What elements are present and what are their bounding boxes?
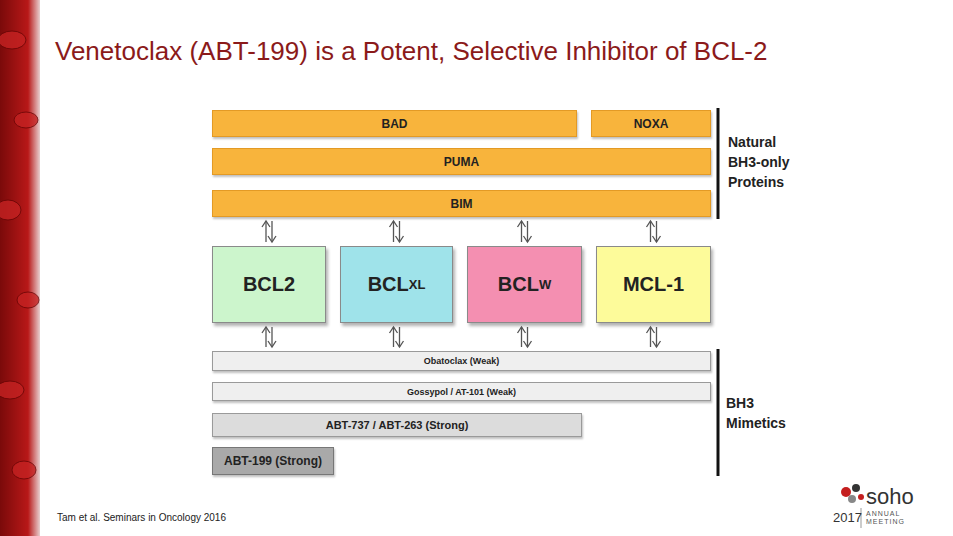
logo-text: MEETING	[866, 518, 905, 525]
bracket-line	[717, 349, 720, 476]
citation: Tam et al. Seminars in Oncology 2016	[57, 512, 226, 523]
logo-text: soho	[866, 484, 914, 510]
box-label: BIM	[451, 197, 473, 211]
arrow-stroke	[653, 236, 661, 242]
subscript-label: XL	[409, 277, 426, 292]
box-label: ABT-737 / ABT-263 (Strong)	[326, 419, 469, 431]
arrow-stroke	[393, 327, 394, 347]
arrow-stroke	[268, 236, 276, 242]
drug-bar: ABT-199 (Strong)	[212, 447, 334, 475]
drug-bar: ABT-737 / ABT-263 (Strong)	[212, 413, 582, 437]
bracket-line	[717, 108, 720, 219]
equilibrium-arrow	[518, 327, 532, 347]
arrow-stroke	[396, 236, 404, 242]
arrow-stroke	[527, 327, 528, 347]
protein-box: BCL2	[212, 246, 326, 323]
arrow-stroke	[647, 327, 655, 333]
arrow-stroke	[390, 327, 398, 333]
box-label: BCL2	[243, 273, 295, 296]
equilibrium-arrow	[390, 327, 404, 347]
arrow-stroke	[653, 341, 661, 347]
arrow-stroke	[524, 236, 532, 242]
equilibrium-arrow	[390, 221, 404, 242]
box-label: NOXA	[634, 117, 669, 131]
equilibrium-arrow	[262, 221, 276, 242]
arrow-stroke	[527, 221, 528, 242]
equilibrium-arrow	[262, 327, 276, 347]
protein-box: MCL-1	[596, 246, 711, 323]
arrow-stroke	[265, 221, 266, 242]
protein-box: BCLXL	[340, 246, 453, 323]
bracket-label: BH3 Mimetics	[726, 393, 808, 433]
protein-bar: BIM	[212, 190, 711, 217]
box-label: BCL	[498, 273, 539, 296]
arrow-stroke	[262, 221, 270, 227]
blood-cells	[0, 31, 39, 479]
drug-bar: Gossypol / AT-101 (Weak)	[212, 382, 711, 401]
arrow-stroke	[268, 341, 276, 347]
protein-box: BCLW	[467, 246, 582, 323]
arrow-stroke	[265, 327, 266, 347]
arrow-stroke	[650, 327, 651, 347]
box-label: PUMA	[444, 155, 479, 169]
arrow-stroke	[271, 327, 272, 347]
slide-title: Venetoclax (ABT-199) is a Potent, Select…	[55, 36, 768, 67]
arrow-stroke	[390, 221, 398, 227]
arrow-stroke	[656, 327, 657, 347]
protein-bar: NOXA	[591, 110, 711, 137]
arrow-stroke	[396, 341, 404, 347]
equilibrium-arrow	[518, 221, 532, 242]
arrow-stroke	[399, 221, 400, 242]
logo-text: ANNUAL	[866, 510, 900, 517]
box-label: ABT-199 (Strong)	[224, 454, 322, 468]
arrow-stroke	[518, 327, 526, 333]
box-label: Obatoclax (Weak)	[424, 356, 499, 366]
arrow-stroke	[399, 327, 400, 347]
arrow-stroke	[518, 221, 526, 227]
arrow-stroke	[262, 327, 270, 333]
equilibrium-arrow	[647, 221, 661, 242]
box-label: MCL-1	[623, 273, 684, 296]
protein-bar: BAD	[212, 110, 577, 137]
arrow-stroke	[521, 327, 522, 347]
box-label: Gossypol / AT-101 (Weak)	[407, 387, 516, 397]
logo-year: 2017	[833, 510, 862, 525]
side-strip	[0, 0, 40, 536]
arrow-stroke	[647, 221, 655, 227]
bracket-label: Natural BH3-only Proteins	[728, 132, 810, 192]
box-label: BCL	[368, 273, 409, 296]
arrow-stroke	[393, 221, 394, 242]
equilibrium-arrow	[647, 327, 661, 347]
protein-bar: PUMA	[212, 148, 711, 175]
box-label: BAD	[382, 117, 408, 131]
drug-bar: Obatoclax (Weak)	[212, 351, 711, 371]
arrow-stroke	[271, 221, 272, 242]
subscript-label: W	[539, 277, 551, 292]
arrow-stroke	[521, 221, 522, 242]
arrow-stroke	[650, 221, 651, 242]
arrow-stroke	[524, 341, 532, 347]
arrow-stroke	[656, 221, 657, 242]
